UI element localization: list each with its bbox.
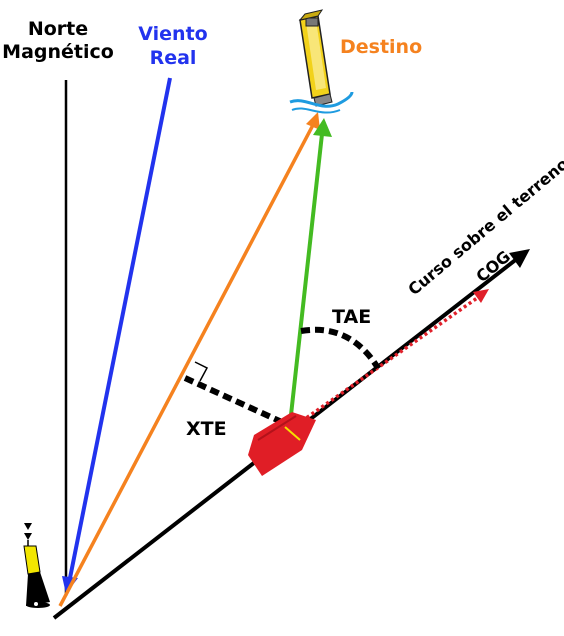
boat-icon [248, 412, 316, 476]
xte-line [183, 375, 297, 431]
north-label-line1: Norte [28, 18, 88, 40]
flag-buoy-icon [289, 9, 354, 114]
cog-arrowhead [509, 249, 530, 268]
destination-bearing-arrowhead [306, 112, 320, 130]
wind-label-line2: Real [150, 47, 197, 69]
tae-arc [300, 326, 381, 370]
cog-label-line2: COG [472, 247, 514, 286]
tae-label: TAE [332, 306, 371, 328]
heading-arrowhead [313, 118, 332, 137]
heading-line [287, 133, 324, 434]
wind-label-line1: Viento [138, 23, 207, 45]
xte-label: XTE [186, 418, 227, 440]
destination-label: Destino [340, 36, 422, 58]
actual-track-arrowhead [473, 289, 489, 303]
true-wind-line [68, 77, 172, 579]
right-angle-marker [194, 361, 209, 382]
destination-bearing-line [58, 124, 315, 607]
north-label-line2: Magnético [2, 41, 114, 63]
actual-track-line [290, 294, 482, 430]
cardinal-buoy-icon [23, 523, 50, 608]
